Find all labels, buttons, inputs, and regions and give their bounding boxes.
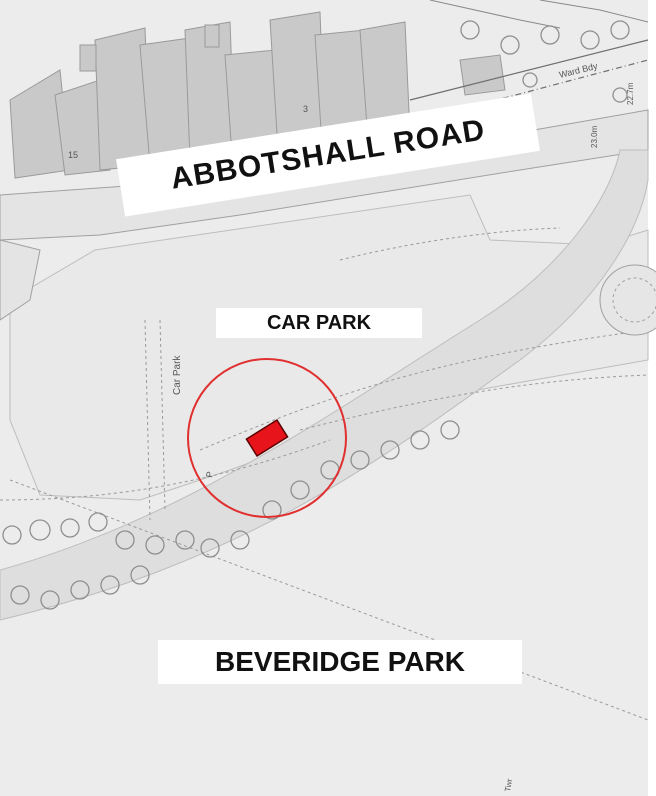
boundary-line	[429, 0, 561, 29]
location-marker-icon[interactable]	[245, 418, 289, 458]
location-marker-circle	[187, 358, 347, 518]
parking-symbol-label: P	[204, 471, 215, 479]
park-name-label: BEVERIDGE PARK	[158, 640, 522, 684]
boundary-line	[539, 0, 649, 23]
roundabout	[599, 264, 656, 336]
trees	[2, 20, 630, 610]
access-road	[0, 149, 649, 621]
tower-label: Twr	[503, 778, 514, 793]
buildings	[9, 11, 506, 179]
left-road	[0, 239, 41, 321]
car-park-text: CAR PARK	[266, 311, 372, 334]
footpaths	[0, 227, 649, 721]
park-name-text: BEVERIDGE PARK	[215, 646, 465, 677]
map-margin	[648, 0, 656, 796]
car-park-vertical-label: Car Park	[172, 355, 183, 395]
house-number-3: 3	[303, 104, 308, 114]
car-park-label: CAR PARK	[216, 308, 422, 338]
spot-height-label-1: 23.0m	[590, 125, 599, 148]
boundary-line	[409, 39, 649, 101]
spot-height-label-2: 22.7m	[626, 82, 635, 105]
house-number-15: 15	[68, 150, 78, 160]
